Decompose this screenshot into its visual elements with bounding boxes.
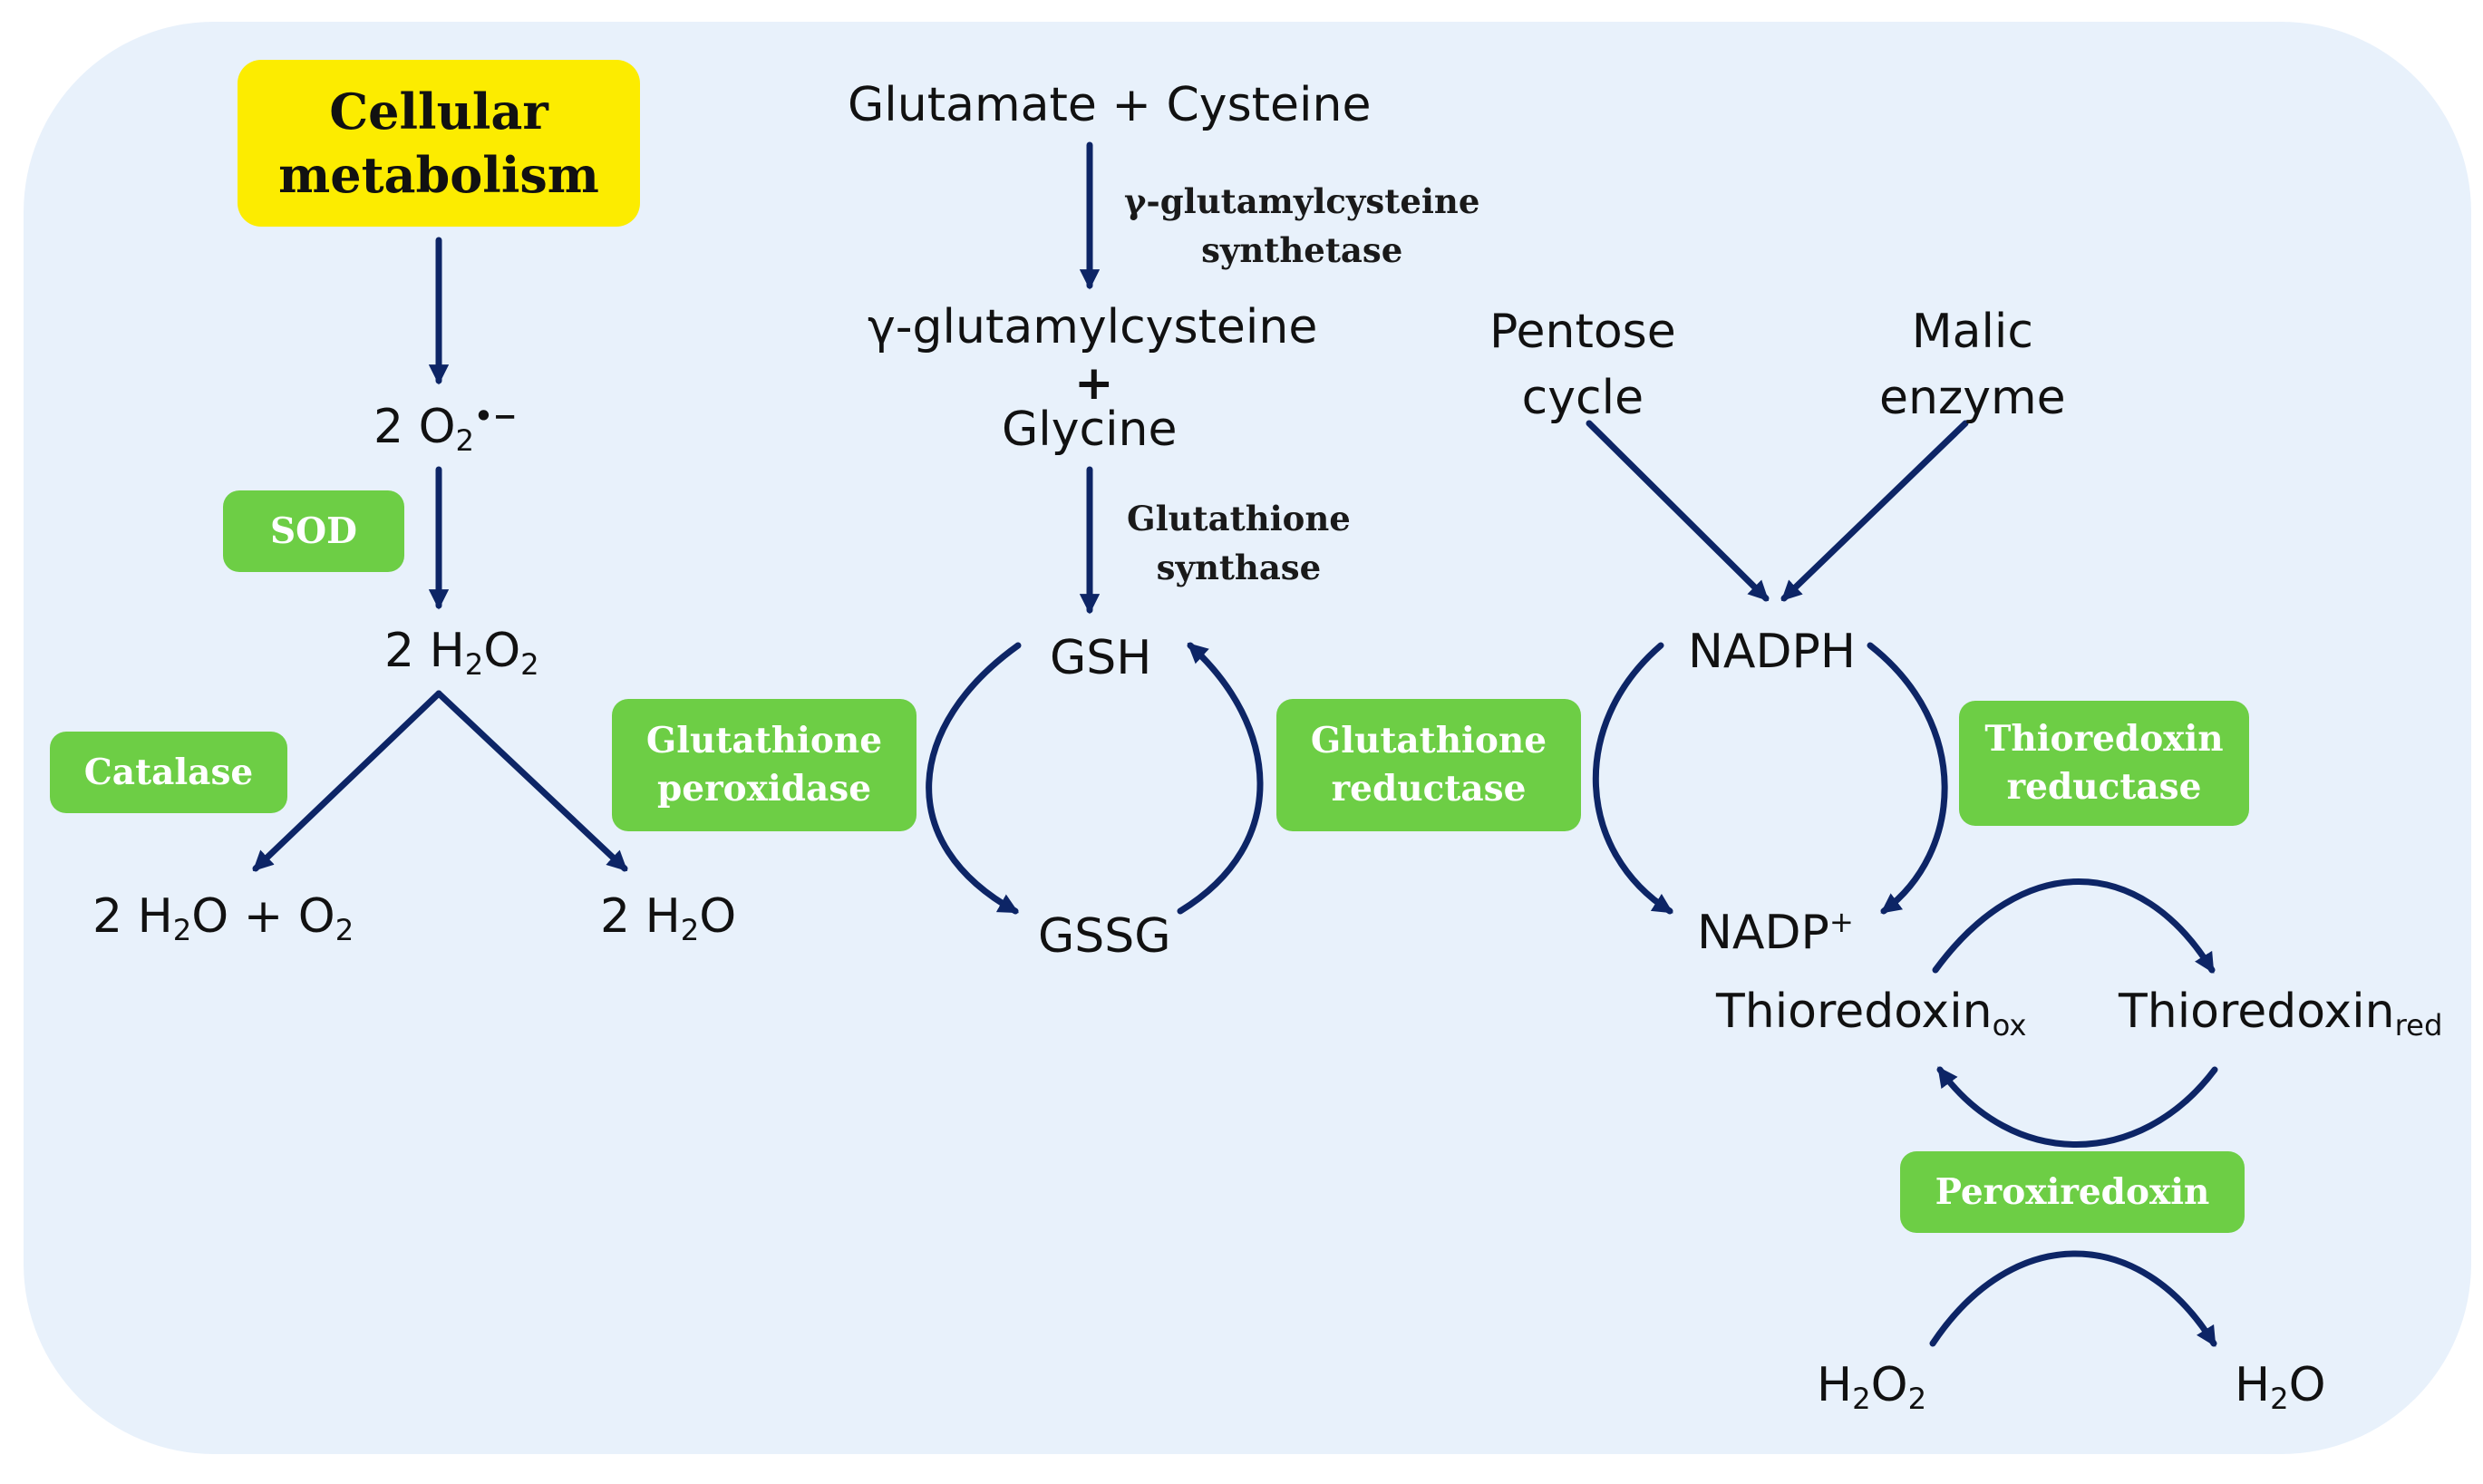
trx-ox-sub: ox — [1992, 1008, 2027, 1043]
superoxide-coef: 2 O — [373, 400, 456, 454]
water-oxygen-part-b: O + O — [191, 889, 335, 944]
h2o2-label: 2 H2O2 — [384, 627, 539, 679]
superoxide-charge: •− — [474, 399, 518, 434]
water-oxygen-part-a: 2 H — [92, 889, 173, 944]
water-part-b: O — [699, 889, 737, 944]
gr-line1: Glutathione — [1310, 720, 1547, 762]
water-part-a: 2 H — [600, 889, 681, 944]
catalase-enzyme-box: Catalase — [50, 732, 287, 813]
prx-h2o2-part-a: H — [1817, 1358, 1853, 1412]
arrow-trx-red-to-ox — [1936, 1066, 2218, 1148]
glutathione-synthase-label: Glutathione synthase — [1127, 495, 1351, 592]
superoxide-sub: 2 — [455, 423, 475, 459]
cellular-metabolism-box: Cellular metabolism — [238, 60, 640, 227]
arrow-gssg-to-gsh — [1177, 642, 1264, 915]
glutathione-reductase-box: Glutathione reductase — [1276, 699, 1581, 831]
thioredoxin-reductase-box: Thioredoxin reductase — [1959, 701, 2249, 826]
glutamate-cysteine-label: Glutamate + Cysteine — [848, 78, 1372, 132]
pentose-line1: Pentose — [1489, 305, 1676, 359]
trxr-line1: Thioredoxin — [1984, 718, 2224, 761]
peroxiredoxin-box: Peroxiredoxin — [1900, 1151, 2245, 1233]
nadph-label: NADPH — [1688, 625, 1856, 679]
h2o2-coef: 2 H — [384, 624, 465, 678]
malic-line2: enzyme — [1879, 370, 2066, 425]
malic-line1: Malic — [1911, 305, 2033, 359]
gamma-gcs-line2: synthetase — [1201, 229, 1403, 270]
prx-h2o2-sub2: 2 — [1907, 1382, 1927, 1417]
water-oxygen-label: 2 H2O + O2 — [92, 893, 354, 945]
trxr-line2: reductase — [2006, 766, 2202, 808]
gamma-gcs-enzyme-label: γ-glutamylcysteine synthetase — [1124, 178, 1479, 275]
prx-label: Peroxiredoxin — [1935, 1170, 2210, 1213]
gamma-gcs-line1: γ-glutamylcysteine — [1124, 181, 1480, 221]
arrow-h2o2-to-water — [435, 690, 628, 872]
thioredoxin-ox-label: Thioredoxinox — [1716, 988, 2026, 1040]
prx-h2o2-sub1: 2 — [1852, 1382, 1871, 1417]
malic-enzyme-label: Malic enzyme — [1879, 299, 2066, 432]
h2o2-sub1: 2 — [464, 647, 484, 683]
gs-line2: synthase — [1156, 547, 1322, 587]
prx-h2o2-label: H2O2 — [1817, 1362, 1926, 1413]
h2o2-sub2: 2 — [520, 647, 539, 683]
arrow-h2o2-to-water-oxygen — [252, 690, 442, 872]
nadp-sup: + — [1828, 905, 1854, 940]
plus-sign: + — [1074, 356, 1114, 411]
arrow-malic-to-nadph — [1780, 420, 1969, 602]
arrow-gsh-to-gssg — [926, 642, 1022, 915]
arrow-h2o2-to-h2o-prx — [1929, 1250, 2217, 1347]
arrow-nadph-to-nadp — [1593, 642, 1673, 915]
nadp-text: NADP — [1697, 906, 1829, 960]
gssg-label: GSSG — [1038, 909, 1171, 964]
prx-h2o-part-b: O — [2288, 1358, 2326, 1412]
water-oxygen-sub2: 2 — [335, 913, 354, 948]
arrow-nadph-to-nadp-trx — [1867, 642, 1948, 915]
glutathione-peroxidase-box: Glutathione peroxidase — [612, 699, 917, 831]
prx-h2o-part-a: H — [2235, 1358, 2271, 1412]
superoxide-label: 2 O2•− — [373, 400, 518, 455]
sod-enzyme-box: SOD — [223, 490, 404, 572]
arrow-trx-ox-to-red — [1932, 878, 2216, 974]
gpx-line1: Glutathione — [645, 720, 883, 762]
gamma-glutamylcysteine-label: γ-glutamylcysteine — [868, 300, 1318, 354]
water-sub: 2 — [680, 913, 700, 948]
water-label: 2 H2O — [600, 893, 736, 945]
background-panel — [24, 22, 2471, 1454]
cellular-metabolism-line1: Cellular — [329, 82, 548, 141]
prx-h2o-sub: 2 — [2270, 1382, 2289, 1417]
catalase-label: Catalase — [83, 751, 254, 793]
trx-ox-text: Thioredoxin — [1716, 984, 1993, 1039]
pentose-line2: cycle — [1521, 370, 1644, 425]
water-oxygen-sub: 2 — [172, 913, 192, 948]
pentose-cycle-label: Pentose cycle — [1489, 299, 1676, 432]
sod-label: SOD — [270, 509, 357, 552]
glycine-label: Glycine — [1002, 403, 1178, 457]
thioredoxin-red-label: Thioredoxinred — [2119, 988, 2442, 1040]
gsh-label: GSH — [1050, 631, 1152, 685]
gr-line2: reductase — [1331, 768, 1527, 810]
trx-red-sub: red — [2394, 1008, 2443, 1043]
trx-red-text: Thioredoxin — [2119, 984, 2395, 1039]
prx-h2o-label: H2O — [2235, 1362, 2326, 1413]
cellular-metabolism-line2: metabolism — [278, 146, 599, 204]
h2o2-o: O — [483, 624, 521, 678]
prx-h2o2-part-b: O — [1870, 1358, 1908, 1412]
arrow-pentose-to-nadph — [1586, 420, 1770, 602]
nadp-label: NADP+ — [1697, 907, 1854, 956]
gpx-line2: peroxidase — [656, 768, 872, 810]
gs-line1: Glutathione — [1127, 499, 1351, 538]
